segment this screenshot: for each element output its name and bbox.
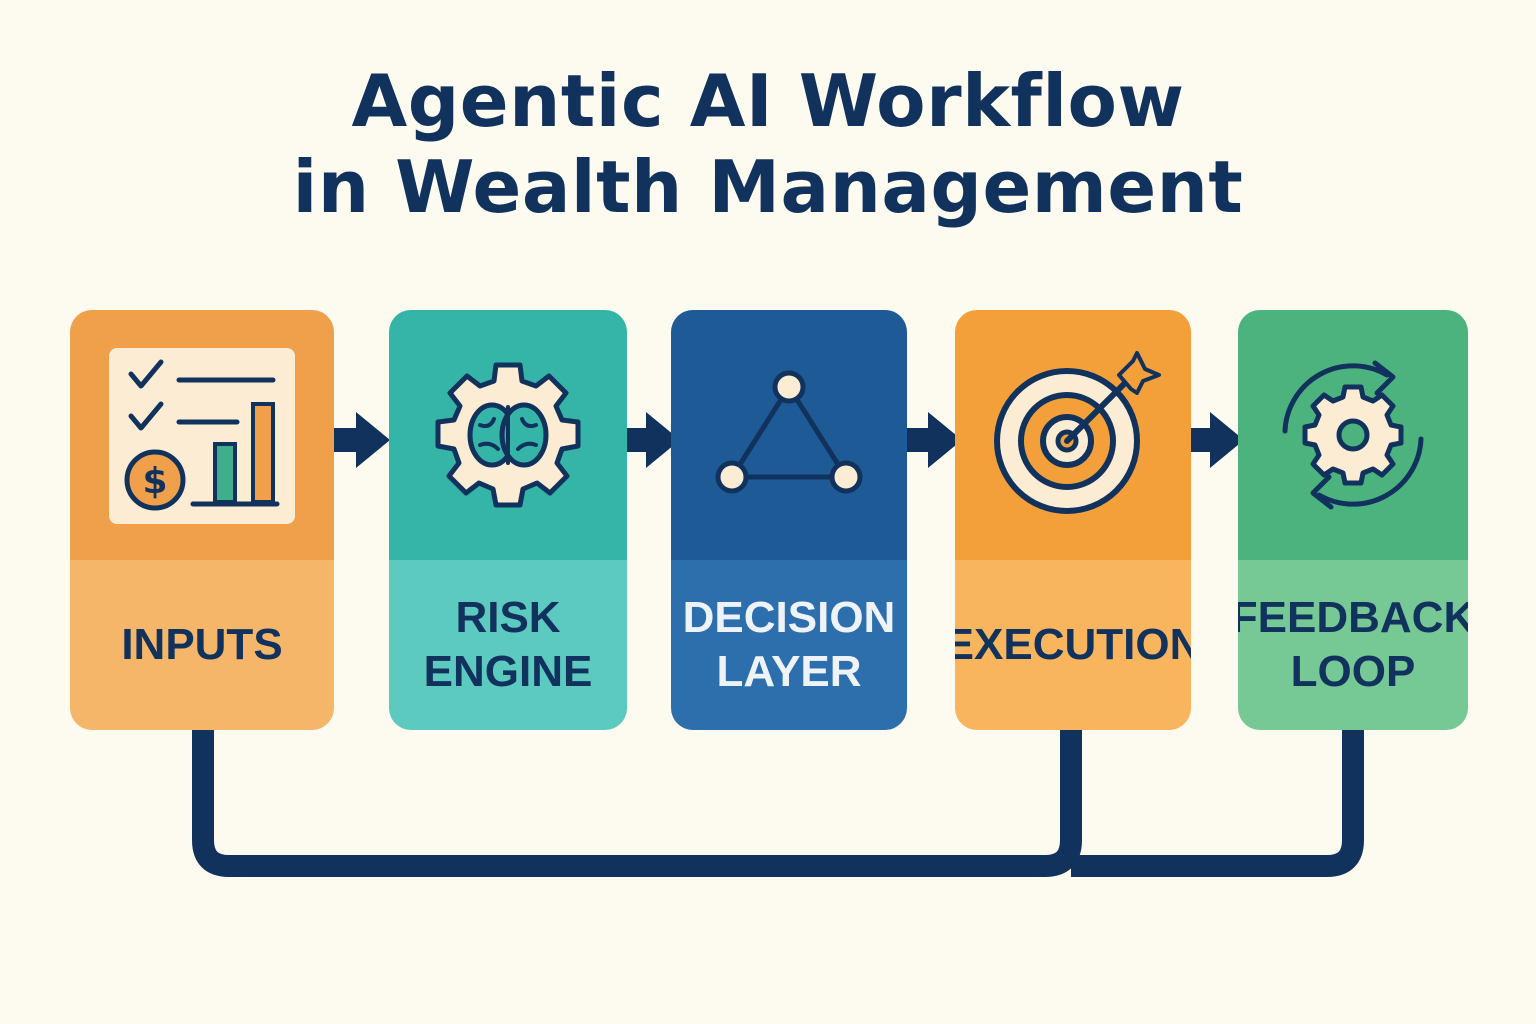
loop-line-feedback (1071, 730, 1364, 877)
loop-line-main (192, 730, 1082, 877)
step-card-inputs: $ INPUTS (70, 310, 334, 730)
brain-gear-icon (435, 362, 581, 508)
svg-text:$: $ (142, 461, 167, 502)
step-label-line: LAYER (716, 647, 862, 696)
checklist-chart-dollar-icon: $ (109, 348, 295, 524)
step-label-line: ENGINE (423, 647, 593, 696)
step-label-line: DECISION (682, 593, 896, 642)
step-label-line: RISK (455, 593, 561, 642)
step-card-feedback-loop: FEEDBACK LOOP (1238, 310, 1468, 730)
step-label-line: INPUTS (121, 620, 283, 669)
arrow-execution-to-feedback (1191, 412, 1244, 468)
step-label-inputs: INPUTS (70, 560, 334, 730)
arrow-risk-to-decision (627, 412, 680, 468)
title-line-1: Agentic AI Workflow (351, 59, 1185, 143)
step-label-decision-layer: DECISION LAYER (671, 560, 907, 730)
step-label-risk-engine: RISK ENGINE (389, 560, 627, 730)
step-card-execution: EXECUTION (955, 310, 1191, 730)
gear-cycle-icon (1282, 360, 1424, 510)
step-label-line: EXECUTION (955, 620, 1191, 669)
step-card-decision-layer: DECISION LAYER (671, 310, 907, 730)
target-arrow-icon (994, 351, 1161, 514)
step-label-line: LOOP (1290, 647, 1416, 696)
page-title: Agentic AI Workflow in Wealth Management (0, 58, 1536, 230)
step-label-line: FEEDBACK (1238, 593, 1468, 642)
arrow-inputs-to-risk (334, 412, 390, 468)
arrow-decision-to-execution (907, 412, 962, 468)
title-line-2: in Wealth Management (292, 145, 1244, 229)
step-label-feedback-loop: FEEDBACK LOOP (1238, 560, 1468, 730)
step-card-risk-engine: RISK ENGINE (389, 310, 627, 730)
triangle-network-icon (715, 370, 863, 494)
step-label-execution: EXECUTION (955, 560, 1191, 730)
